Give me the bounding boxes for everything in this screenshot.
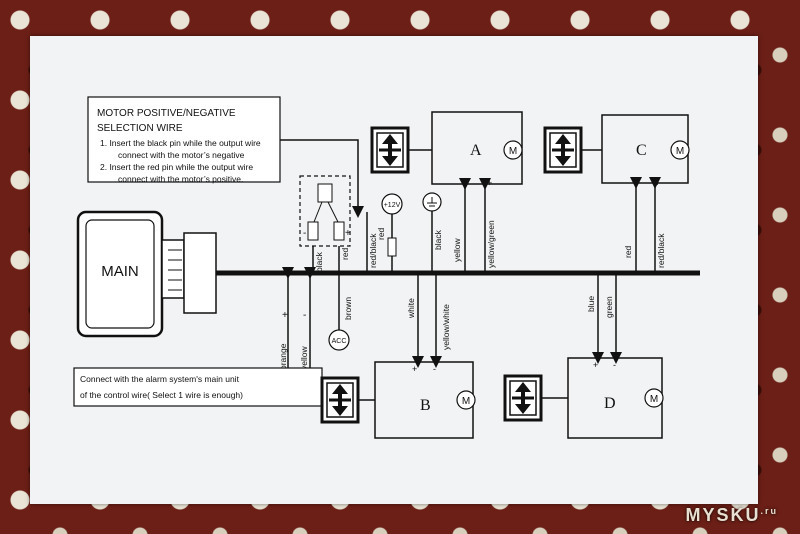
wire-label-green: green [604,296,614,318]
unit-b-plus: + [412,364,417,374]
unit-d-plus: + [593,360,598,370]
unit-b: white yellow/white + - B M [320,273,476,439]
plus12v-terminal: +12V red [376,193,403,273]
alarm-note-box: Connect with the alarm system's main uni… [73,367,323,407]
wire-label-red-c: red [623,245,633,258]
unit-b-label: B [420,397,431,414]
wire-label-yellow-white: yellow/white [441,304,451,350]
watermark-text: MYSKU [685,505,761,525]
connector-minus-sign: - [303,228,306,239]
unit-c-plus: + [655,178,660,188]
selection-title-1: MOTOR POSITIVE/NEGATIVE [97,108,236,119]
unit-d-minus: - [613,360,616,370]
unit-b-minus: - [433,364,436,374]
wire-label-orange: orange [278,343,288,370]
wire-label-yellow-a: yellow [452,238,462,262]
wire-label-white: white [406,298,416,319]
connector-plus-sign: + [345,228,351,239]
wire-label-black-1: black [314,251,324,272]
wire-label-yellow-green: yellow/green [486,220,496,268]
unit-d-label: D [604,395,616,412]
alarm-note-line2: of the control wire( Select 1 wire is en… [80,390,243,400]
wire-label-red-black-1: red/black [368,233,378,268]
main-label: MAIN [101,263,139,280]
unit-a-plus: + [487,178,492,188]
main-unit: MAIN [76,210,217,338]
yellow-minus: - [303,310,306,321]
wire-label-red-2: red [376,227,386,240]
watermark-suffix: .ru [760,506,778,516]
selection-connector: - + [299,175,351,247]
wire-label-yellow-1: yellow [299,346,309,370]
wire-label-brown: brown [343,297,353,320]
unit-d: blue green + - D M [503,273,664,439]
motor-b-label: M [462,396,470,407]
selection-line2: connect with the motor’s negative [118,150,245,160]
motor-d-label: M [650,394,658,405]
unit-c: C M - + red red/black [543,114,690,273]
selection-line1: 1. Insert the black pin while the output… [100,138,261,148]
wire-label-red-black-c: red/black [656,233,666,268]
selection-line3: 2. Insert the red pin while the output w… [100,162,253,172]
plus12v-label: +12V [384,202,401,209]
orange-plus: + [282,310,288,321]
motor-c-label: M [676,146,684,157]
watermark-logo: MYSKU.ru [685,505,778,526]
unit-a-label: A [470,142,482,159]
acc-terminal: ACC brown [328,273,353,351]
unit-a: A M - + yellow yellow/green [370,111,523,273]
wire-label-red-1: red [340,247,350,260]
alarm-note-line1: Connect with the alarm system's main uni… [80,374,240,384]
acc-label: ACC [332,338,347,345]
motor-a-label: M [509,146,517,157]
wire-label-black-2: black [433,229,443,250]
selection-wire-box: MOTOR POSITIVE/NEGATIVE SELECTION WIRE 1… [87,96,364,218]
selection-title-2: SELECTION WIRE [97,123,183,134]
selection-line4: connect with the motor’s positive. [118,174,243,184]
ground-terminal: black [422,192,443,273]
unit-c-label: C [636,142,647,159]
wire-label-blue: blue [586,296,596,312]
